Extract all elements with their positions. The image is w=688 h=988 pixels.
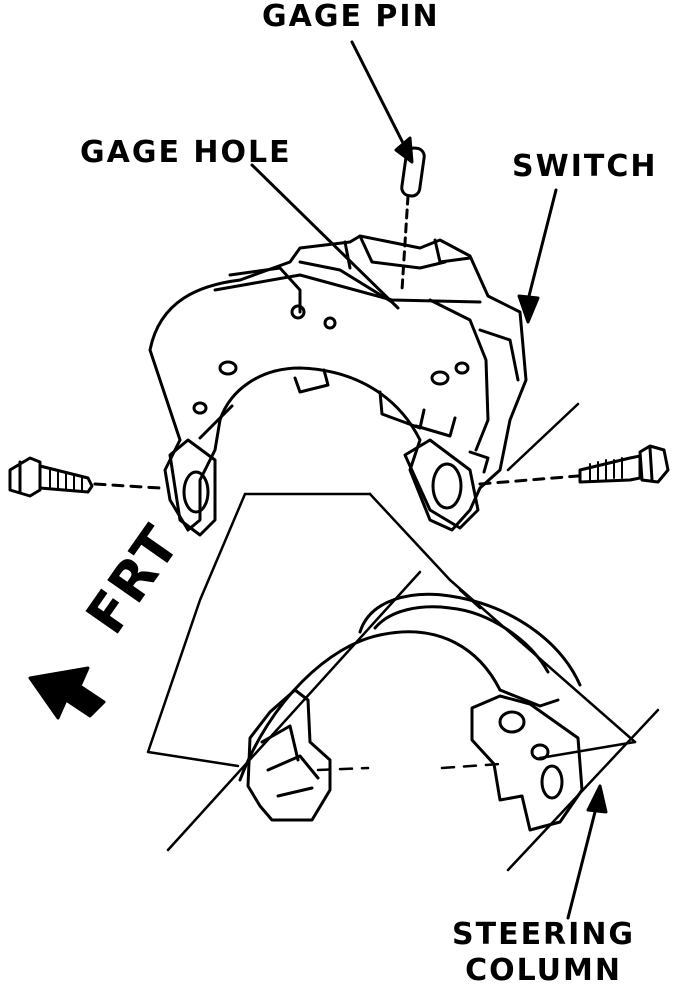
gage-pin [400, 146, 426, 292]
gage-hole-leader [250, 163, 400, 310]
turn-signal-switch [148, 234, 528, 537]
steering-column-label-line2: COLUMN [465, 953, 622, 988]
switch-leader [517, 188, 558, 324]
steering-column-label-line1: STEERING [452, 917, 636, 952]
front-arrow-icon [28, 666, 106, 720]
switch-label: SWITCH [512, 149, 658, 184]
steering-column-leader [566, 784, 608, 920]
gage-pin-label: GAGE PIN [262, 0, 440, 34]
gage-pin-leader [350, 40, 414, 164]
steering-column-label: STEERING COLUMN [452, 920, 635, 986]
steering-column [238, 592, 584, 832]
gage-hole-label: GAGE HOLE [80, 135, 292, 170]
right-screw [478, 444, 670, 486]
left-screw [8, 456, 162, 498]
